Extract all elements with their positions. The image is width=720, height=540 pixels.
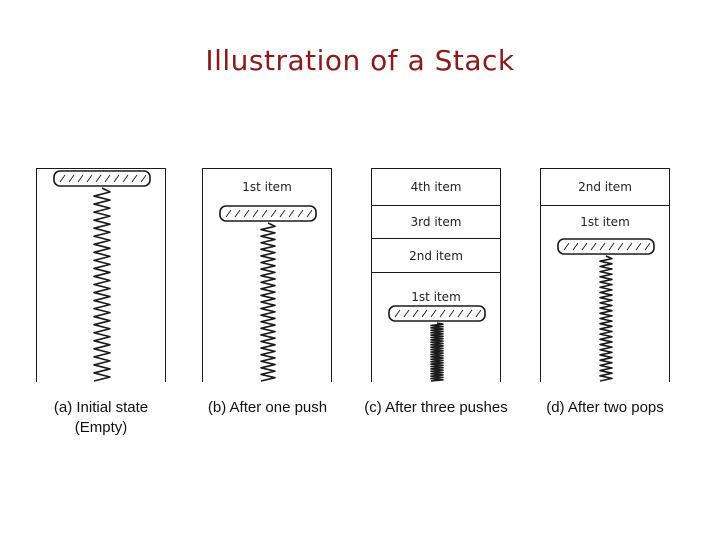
caption-two-pops-line1: (d) After two pops — [546, 399, 664, 416]
caption-initial: (a) Initial state (Empty) — [36, 398, 166, 438]
spring-plate-drawing — [388, 305, 486, 382]
spring-coil — [430, 322, 444, 382]
spring-plate-drawing — [557, 238, 655, 382]
stack-panel-three-pushes: 4th item 3rd item 2nd item 1st item — [371, 168, 501, 382]
stack-item: 1st item — [372, 272, 500, 306]
stack-item: 1st item — [541, 205, 669, 238]
caption-one-push: (b) After one push — [190, 398, 345, 418]
page-title: Illustration of a Stack — [205, 44, 515, 77]
spring-plate-drawing — [53, 170, 151, 382]
stack-item: 2nd item — [578, 180, 632, 194]
caption-three-pushes-line1: (c) After three pushes — [364, 399, 508, 416]
stack-item: 3rd item — [372, 205, 500, 238]
spring-coil — [599, 255, 613, 382]
stack-panel-one-push: 1st item — [202, 168, 332, 382]
spring-coil — [93, 187, 111, 382]
caption-initial-line2: (Empty) — [74, 419, 128, 436]
plate-hatching — [225, 209, 313, 218]
stack-plate — [388, 305, 486, 322]
caption-initial-line1: (a) Initial state — [53, 399, 149, 416]
stack-plate — [557, 238, 655, 255]
stack-panel-two-pops: 2nd item 1st item — [540, 168, 670, 382]
stack-item: 2nd item — [372, 238, 500, 272]
spring-plate-drawing — [219, 205, 317, 382]
stack-item: 4th item — [410, 180, 462, 194]
stack-panel-initial — [36, 168, 166, 382]
plate-hatching — [59, 174, 147, 183]
stack-plate — [53, 170, 151, 187]
plate-hatching — [394, 309, 482, 318]
stack-plate — [219, 205, 317, 222]
caption-two-pops: (d) After two pops — [530, 398, 680, 418]
caption-three-pushes: (c) After three pushes — [350, 398, 522, 418]
stack-item: 1st item — [242, 180, 292, 194]
plate-hatching — [563, 242, 651, 251]
spring-coil — [260, 222, 276, 382]
caption-one-push-line1: (b) After one push — [207, 399, 328, 416]
